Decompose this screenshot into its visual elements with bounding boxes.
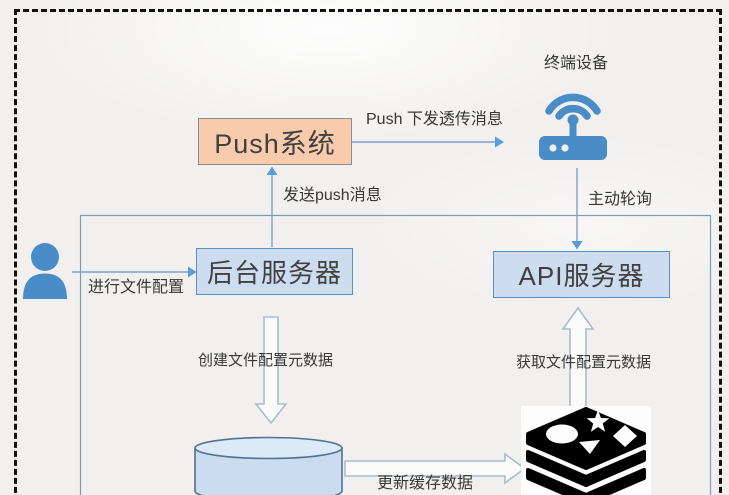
node-backend-server-label: 后台服务器 xyxy=(206,258,342,288)
label-send-push: 发送push消息 xyxy=(283,187,382,204)
database-cylinder-icon xyxy=(194,436,343,495)
user-icon xyxy=(23,243,67,299)
block-arrow-create-meta xyxy=(254,316,288,425)
label-terminal-device: 终端设备 xyxy=(544,55,609,72)
node-push-system-label: Push系统 xyxy=(214,129,336,159)
arrow-push-transmit xyxy=(352,136,504,148)
wireless-router-icon xyxy=(539,93,607,160)
node-backend-server: 后台服务器 xyxy=(196,248,353,295)
label-update-cache: 更新缓存数据 xyxy=(377,475,474,492)
block-arrow-update-cache xyxy=(344,452,526,485)
system-boundary-box xyxy=(79,214,712,495)
block-arrow-get-meta xyxy=(561,306,595,409)
label-create-meta: 创建文件配置元数据 xyxy=(198,352,334,369)
arrow-active-poll xyxy=(571,168,583,250)
label-push-transmit: Push 下发透传消息 xyxy=(366,111,503,128)
node-api-server-label: API服务器 xyxy=(518,261,645,291)
redis-cache-icon xyxy=(521,406,651,495)
node-push-system: Push系统 xyxy=(198,118,352,165)
node-api-server: API服务器 xyxy=(493,251,670,298)
arrow-file-config xyxy=(72,266,197,278)
arrow-send-push xyxy=(266,166,278,247)
label-get-meta: 获取文件配置元数据 xyxy=(516,354,652,371)
dashed-border xyxy=(14,9,722,495)
label-file-config: 进行文件配置 xyxy=(88,279,185,296)
label-active-poll: 主动轮询 xyxy=(588,191,653,208)
